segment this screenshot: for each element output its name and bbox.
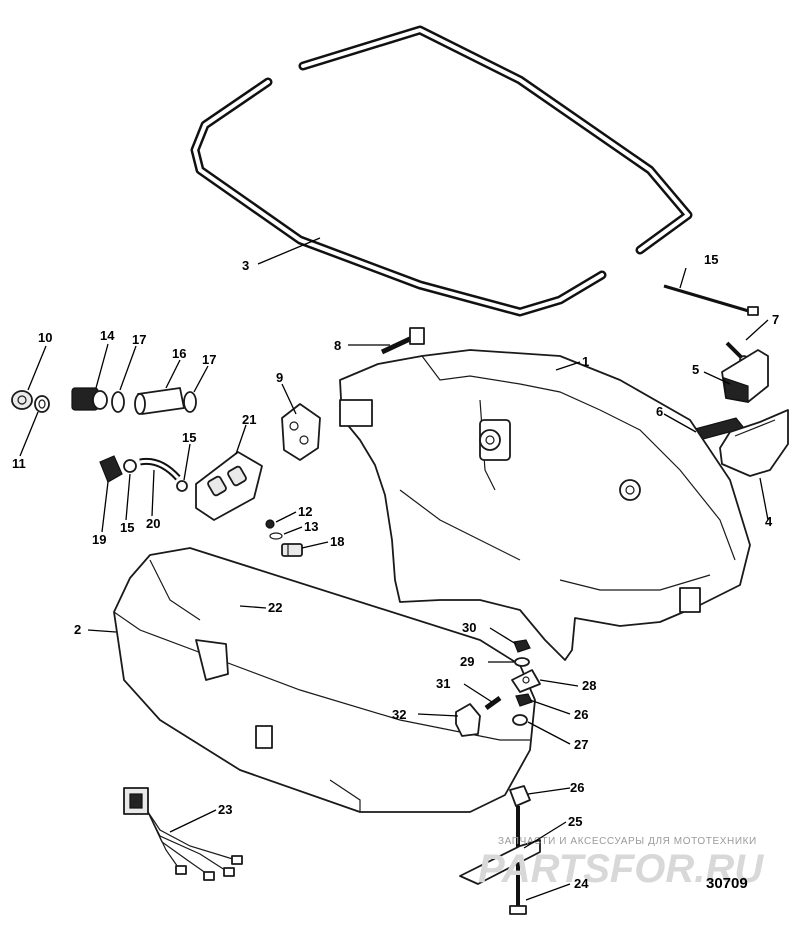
grommet-plate-21	[195, 451, 263, 521]
cable-tie-top	[663, 284, 759, 316]
callout-6: 6	[656, 404, 663, 419]
hose-20	[139, 457, 181, 481]
callout-28: 28	[582, 678, 596, 693]
callout-18: 18	[330, 534, 344, 549]
harness-23	[123, 787, 243, 881]
callout-15-mid: 15	[182, 430, 196, 445]
callout-21: 21	[242, 412, 256, 427]
callout-30: 30	[462, 620, 476, 635]
callout-17-right: 17	[202, 352, 216, 367]
o-ring-13	[269, 532, 283, 540]
top-cowl-seal	[190, 25, 693, 317]
callout-17-left: 17	[132, 332, 146, 347]
callout-2: 2	[74, 622, 81, 637]
fitting-18	[281, 543, 303, 557]
callout-32: 32	[392, 707, 406, 722]
nut-26-lower	[509, 785, 531, 807]
callout-27: 27	[574, 737, 588, 752]
callout-1: 1	[582, 354, 589, 369]
washer-29	[514, 657, 530, 667]
hinge-bracket-9	[281, 403, 321, 461]
nut-12	[265, 519, 275, 529]
callout-19: 19	[92, 532, 106, 547]
rear-cowl-1	[339, 349, 751, 661]
bracket-25	[459, 839, 541, 885]
screw-31	[484, 695, 502, 711]
fitting-14	[71, 387, 108, 411]
grommet-10	[11, 390, 33, 410]
callout-15-top: 15	[704, 252, 718, 267]
callout-11: 11	[12, 456, 26, 471]
watermark-brand: PARTSFOR.RU	[478, 847, 764, 891]
nut-26-upper	[515, 693, 533, 707]
callout-5: 5	[692, 362, 699, 377]
callout-10: 10	[38, 330, 52, 345]
callout-9: 9	[276, 370, 283, 385]
callout-23: 23	[218, 802, 232, 817]
leader-lines	[19, 237, 769, 901]
callout-20: 20	[146, 516, 160, 531]
callout-7: 7	[772, 312, 779, 327]
callout-4: 4	[765, 514, 773, 529]
fitting-19	[99, 455, 123, 483]
callout-15-lower: 15	[120, 520, 134, 535]
callout-13: 13	[304, 519, 318, 534]
latch-28	[511, 669, 541, 693]
callout-3: 3	[242, 258, 249, 273]
hose-clamp-17a	[111, 391, 125, 413]
callout-24: 24	[574, 876, 589, 891]
callout-31: 31	[436, 676, 450, 691]
bolt-8	[380, 327, 425, 355]
bracket-5	[721, 349, 769, 403]
hose-clamp-17b	[183, 391, 197, 413]
callout-14: 14	[100, 328, 115, 343]
washer-27	[512, 714, 528, 726]
callout-16: 16	[172, 346, 186, 361]
hose-16	[134, 387, 185, 415]
callout-26-upper: 26	[574, 707, 588, 722]
callout-26-lower: 26	[570, 780, 584, 795]
callout-22: 22	[268, 600, 282, 615]
clamp-15-lower	[123, 459, 137, 473]
watermark-tagline: ЗАПЧАСТИ И АКСЕССУАРЫ ДЛЯ МОТОТЕХНИКИ	[498, 836, 757, 847]
callout-labels: 3 15 7 1 5 6 4 8 9 10 11 14 17 16 17 21 …	[12, 252, 779, 891]
clamp-15-mid	[176, 480, 188, 492]
nut-30	[513, 639, 531, 653]
washer-11	[34, 395, 50, 413]
callout-25: 25	[568, 814, 582, 829]
latch-handle-32	[455, 703, 481, 737]
bottom-cowl-2	[113, 547, 536, 813]
watermark: ЗАПЧАСТИ И АКСЕССУАРЫ ДЛЯ МОТОТЕХНИКИ PA…	[478, 836, 764, 891]
callout-29: 29	[460, 654, 474, 669]
trim-piece-4	[719, 409, 789, 477]
callout-12: 12	[298, 504, 312, 519]
callout-8: 8	[334, 338, 341, 353]
drawing-number: 30709	[706, 875, 748, 892]
